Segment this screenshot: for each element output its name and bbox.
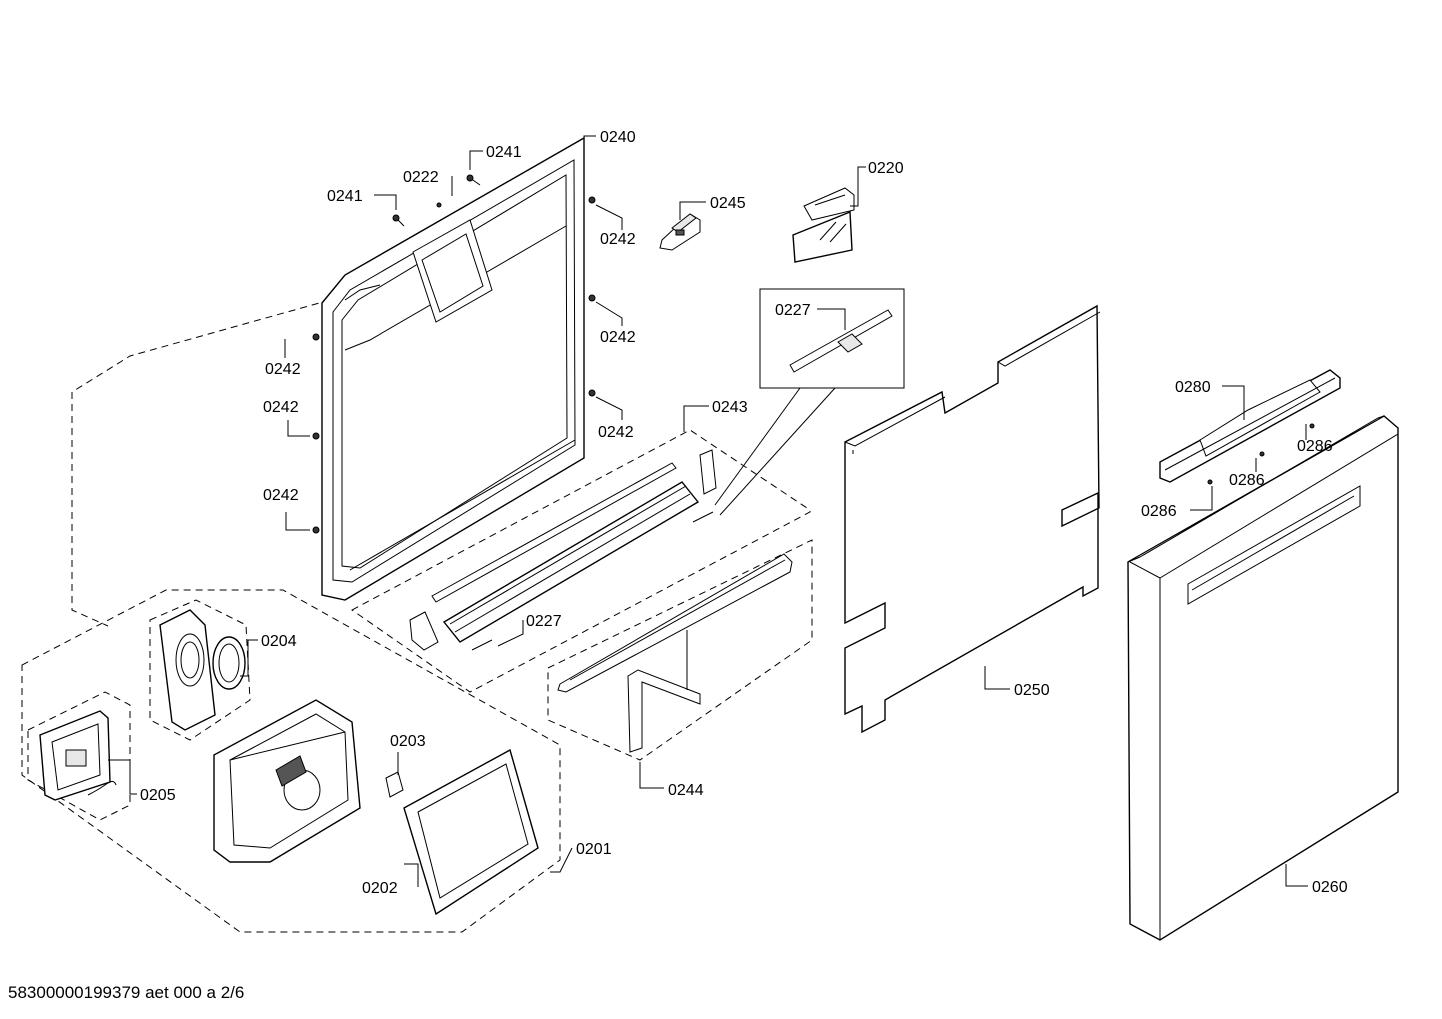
group-0205-outline bbox=[27, 691, 131, 821]
screw-0241-top bbox=[466, 174, 481, 186]
callout-0201: 0201 bbox=[576, 841, 612, 858]
callout-0286-mid: 0286 bbox=[1229, 472, 1265, 489]
callout-0241-left: 0241 bbox=[327, 188, 363, 205]
callout-0202: 0202 bbox=[362, 880, 398, 897]
callout-0242-l1: 0242 bbox=[265, 361, 301, 378]
document-footer-id: 58300000199379 aet 000 a 2/6 bbox=[8, 983, 244, 1002]
callout-0245: 0245 bbox=[710, 195, 746, 212]
part-0244-rails bbox=[557, 553, 793, 753]
callout-0205: 0205 bbox=[140, 787, 176, 804]
callout-0250: 0250 bbox=[1014, 682, 1050, 699]
part-0250-insulation bbox=[844, 304, 1101, 734]
callout-0280: 0280 bbox=[1175, 379, 1211, 396]
detail-inset-0227 bbox=[759, 288, 905, 389]
part-0260-front-panel bbox=[1127, 415, 1399, 941]
callout-0241-top: 0241 bbox=[486, 144, 522, 161]
group-0243-outline bbox=[351, 429, 811, 693]
part-0202-gasket bbox=[403, 748, 539, 916]
part-0245-clip bbox=[659, 213, 701, 251]
assembly-dash-outline-left bbox=[71, 299, 331, 627]
callout-0227: 0227 bbox=[526, 613, 562, 630]
group-0201-outline bbox=[21, 589, 561, 933]
part-0204-vent bbox=[159, 609, 246, 731]
callout-0244: 0244 bbox=[668, 782, 704, 799]
callout-0240: 0240 bbox=[600, 129, 636, 146]
callout-0286-right: 0286 bbox=[1297, 438, 1333, 455]
callout-0242-r1: 0242 bbox=[600, 231, 636, 248]
part-dispenser-housing bbox=[213, 699, 361, 863]
callout-0242-r3: 0242 bbox=[598, 424, 634, 441]
callout-0220: 0220 bbox=[868, 160, 904, 177]
part-0203-button bbox=[385, 771, 404, 798]
callout-0243: 0243 bbox=[712, 399, 748, 416]
callout-0227-inset: 0227 bbox=[775, 302, 811, 319]
callout-0286-left: 0286 bbox=[1141, 503, 1177, 520]
screws-0242 bbox=[312, 196, 596, 534]
part-0205-module bbox=[39, 710, 117, 801]
screws-0286 bbox=[1207, 423, 1315, 485]
part-0243-seal-strips bbox=[409, 449, 717, 651]
part-0220-bracket bbox=[792, 187, 855, 263]
callout-0242-r2: 0242 bbox=[600, 329, 636, 346]
group-0244-outline bbox=[547, 539, 813, 761]
callout-0204: 0204 bbox=[261, 633, 297, 650]
screw-0241-left bbox=[392, 214, 405, 227]
door-inner-panel bbox=[321, 136, 585, 601]
callout-0260: 0260 bbox=[1312, 879, 1348, 896]
leader-lines bbox=[108, 135, 1308, 887]
group-0204-outline bbox=[149, 599, 251, 741]
inset-seal-strip bbox=[789, 309, 893, 373]
callout-labels: 0240 0241 0222 0241 0242 0242 0242 0242 … bbox=[140, 129, 1348, 897]
screw-0222 bbox=[436, 202, 442, 208]
part-0280-handle bbox=[1159, 369, 1341, 483]
callout-0203: 0203 bbox=[390, 733, 426, 750]
callout-0222: 0222 bbox=[403, 169, 439, 186]
callout-0242-l3: 0242 bbox=[263, 487, 299, 504]
callout-0242-l2: 0242 bbox=[263, 399, 299, 416]
